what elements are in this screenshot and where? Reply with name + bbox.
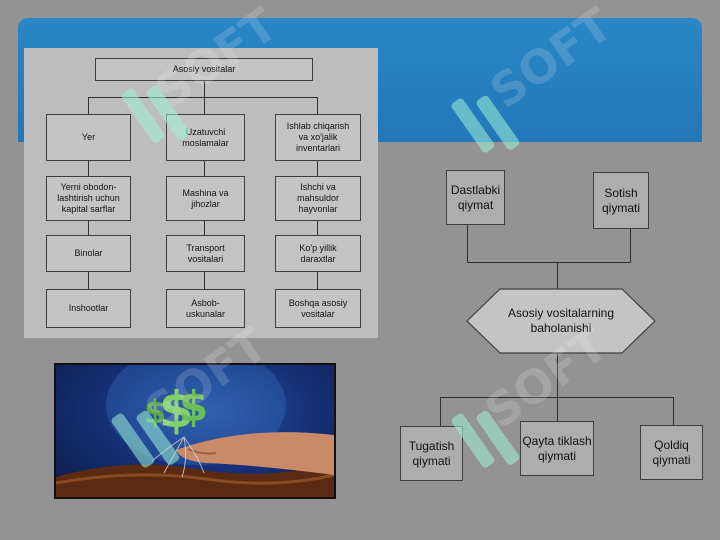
node-asbob-uskunalar: Asbob- uskunalar <box>166 289 245 328</box>
center-hexagon <box>466 288 656 354</box>
connector <box>467 225 468 263</box>
node-yer: Yer <box>46 114 131 161</box>
connector <box>467 262 631 263</box>
node-qoldiq-qiymati: Qoldiq qiymati <box>640 425 703 480</box>
connector <box>557 354 558 397</box>
node-ishlab-chiqarish: Ishlab chiqarish va xo'jalik inventarlar… <box>275 114 361 161</box>
svg-text:$: $ <box>179 382 208 431</box>
node-boshqa-asosiy-vositalar: Boshqa asosiy vositalar <box>275 289 361 328</box>
connector <box>557 262 558 290</box>
connector <box>317 97 318 114</box>
connector <box>317 221 318 235</box>
node-baholanishi: Asosiy vositalarning baholanishi <box>507 306 615 335</box>
node-yerni-obodonlashtirish: Yerni obodon- lashtirish uchun kapital s… <box>46 176 131 221</box>
node-binolar: Binolar <box>46 235 131 272</box>
connector <box>630 229 631 263</box>
connector <box>88 161 89 176</box>
connector <box>557 397 558 421</box>
node-inshootlar: Inshootlar <box>46 289 131 328</box>
connector <box>204 81 205 98</box>
node-ishchi-hayvonlar: Ishchi va mahsuldor hayvonlar <box>275 176 361 221</box>
root-node: Asosiy vositalar <box>95 58 313 81</box>
svg-text:$: $ <box>144 393 166 431</box>
connector <box>204 161 205 176</box>
node-transport-vositalari: Transport vositalari <box>166 235 245 272</box>
connector <box>673 397 674 425</box>
node-qayta-tiklash-qiymati: Qayta tiklash qiymati <box>520 421 594 476</box>
connector <box>317 272 318 289</box>
connector <box>204 97 205 114</box>
connector <box>88 272 89 289</box>
money-plant-photo: $ $ $ <box>54 363 336 499</box>
node-tugatish-qiymati: Tugatish qiymati <box>400 426 463 481</box>
connector <box>88 97 89 114</box>
node-mashina-jihozlar: Mashina va jihozlar <box>166 176 245 221</box>
node-sotish-qiymati: Sotish qiymati <box>593 172 649 229</box>
money-plant-in-hand-icon: $ $ $ <box>56 365 334 497</box>
node-kop-yillik-daraxtlar: Ko'p yillik daraxtlar <box>275 235 361 272</box>
connector <box>440 397 441 426</box>
connector <box>88 221 89 235</box>
node-dastlabki-qiymat: Dastlabki qiymat <box>446 170 505 225</box>
connector <box>317 161 318 176</box>
connector <box>204 272 205 289</box>
connector <box>204 221 205 235</box>
connector <box>88 97 318 98</box>
node-uzatuvchi-moslamalar: Uzatuvchi moslamalar <box>166 114 245 161</box>
